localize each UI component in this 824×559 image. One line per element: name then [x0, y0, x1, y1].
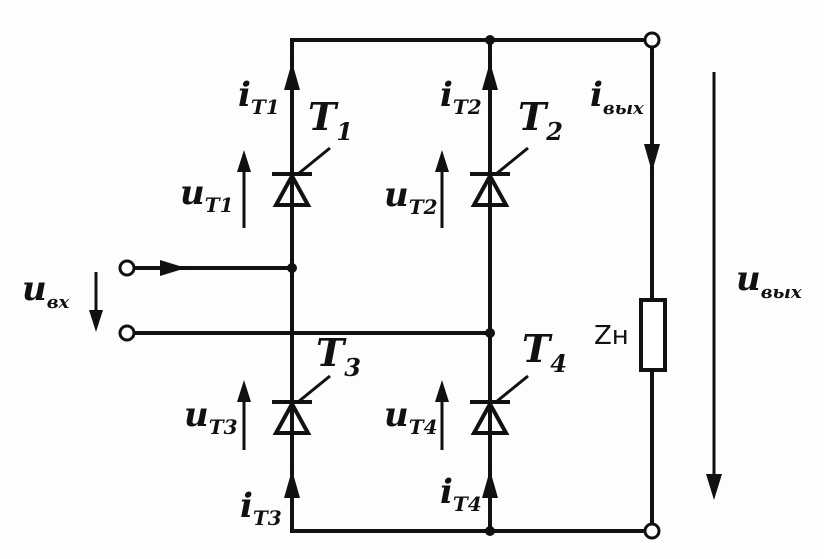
arrows: [89, 62, 722, 500]
arrow-up-icon: [284, 470, 300, 498]
junction-dot: [485, 328, 495, 338]
label-u-t1: uT1: [180, 173, 234, 217]
arrow-up-icon: [482, 62, 498, 90]
arrow-right-icon: [160, 260, 186, 276]
thyristor-t3: [272, 374, 331, 448]
thyristor-t1: [272, 146, 331, 220]
label-load: Zн: [594, 321, 629, 351]
junctions: [287, 35, 495, 536]
arrow-up-icon: [482, 470, 498, 498]
label-u-in: uвх: [22, 269, 70, 313]
terminals: [118, 31, 661, 540]
arrow-up-icon: [237, 150, 251, 172]
arrow-up-icon: [284, 62, 300, 90]
label-u-out: uвых: [736, 259, 802, 303]
label-i-t1: iT1: [238, 75, 280, 119]
output-terminal-bottom: [643, 522, 661, 540]
label-t1: T1: [308, 94, 353, 146]
arrow-up-icon: [435, 380, 449, 402]
arrow-up-icon: [435, 150, 449, 172]
junction-dot: [485, 526, 495, 536]
thyristor-t4: [470, 374, 529, 448]
gate-lead: [495, 374, 529, 404]
arrow-up-icon: [237, 380, 251, 402]
label-i-t4: iT4: [440, 472, 482, 516]
load-resistor: [639, 298, 667, 372]
gate-lead: [297, 374, 331, 404]
label-t3: T3: [316, 330, 361, 382]
output-terminal-top: [643, 31, 661, 49]
label-u-t2: uT2: [384, 175, 438, 219]
wiring: [131, 38, 654, 533]
label-u-t3: uT3: [184, 395, 238, 439]
input-terminal-top: [118, 259, 136, 277]
label-i-out: iвых: [590, 75, 644, 119]
label-t2: T2: [518, 94, 563, 146]
labels: iT1 iT2 iT3 iT4 T1 T2 T3 T4 uT1 uT2 uT3 …: [22, 75, 802, 530]
input-terminal-bottom: [118, 324, 136, 342]
junction-dot: [287, 263, 297, 273]
arrow-down-icon: [706, 474, 722, 500]
junction-dot: [485, 35, 495, 45]
gate-lead: [495, 146, 529, 176]
label-t4: T4: [522, 326, 567, 378]
label-i-t2: iT2: [440, 75, 482, 119]
thyristor-t2: [470, 146, 529, 220]
label-i-t3: iT3: [240, 486, 282, 530]
gate-lead: [297, 146, 331, 176]
arrow-down-icon: [89, 310, 103, 332]
arrow-down-icon: [644, 144, 660, 172]
label-u-t4: uT4: [384, 395, 438, 439]
